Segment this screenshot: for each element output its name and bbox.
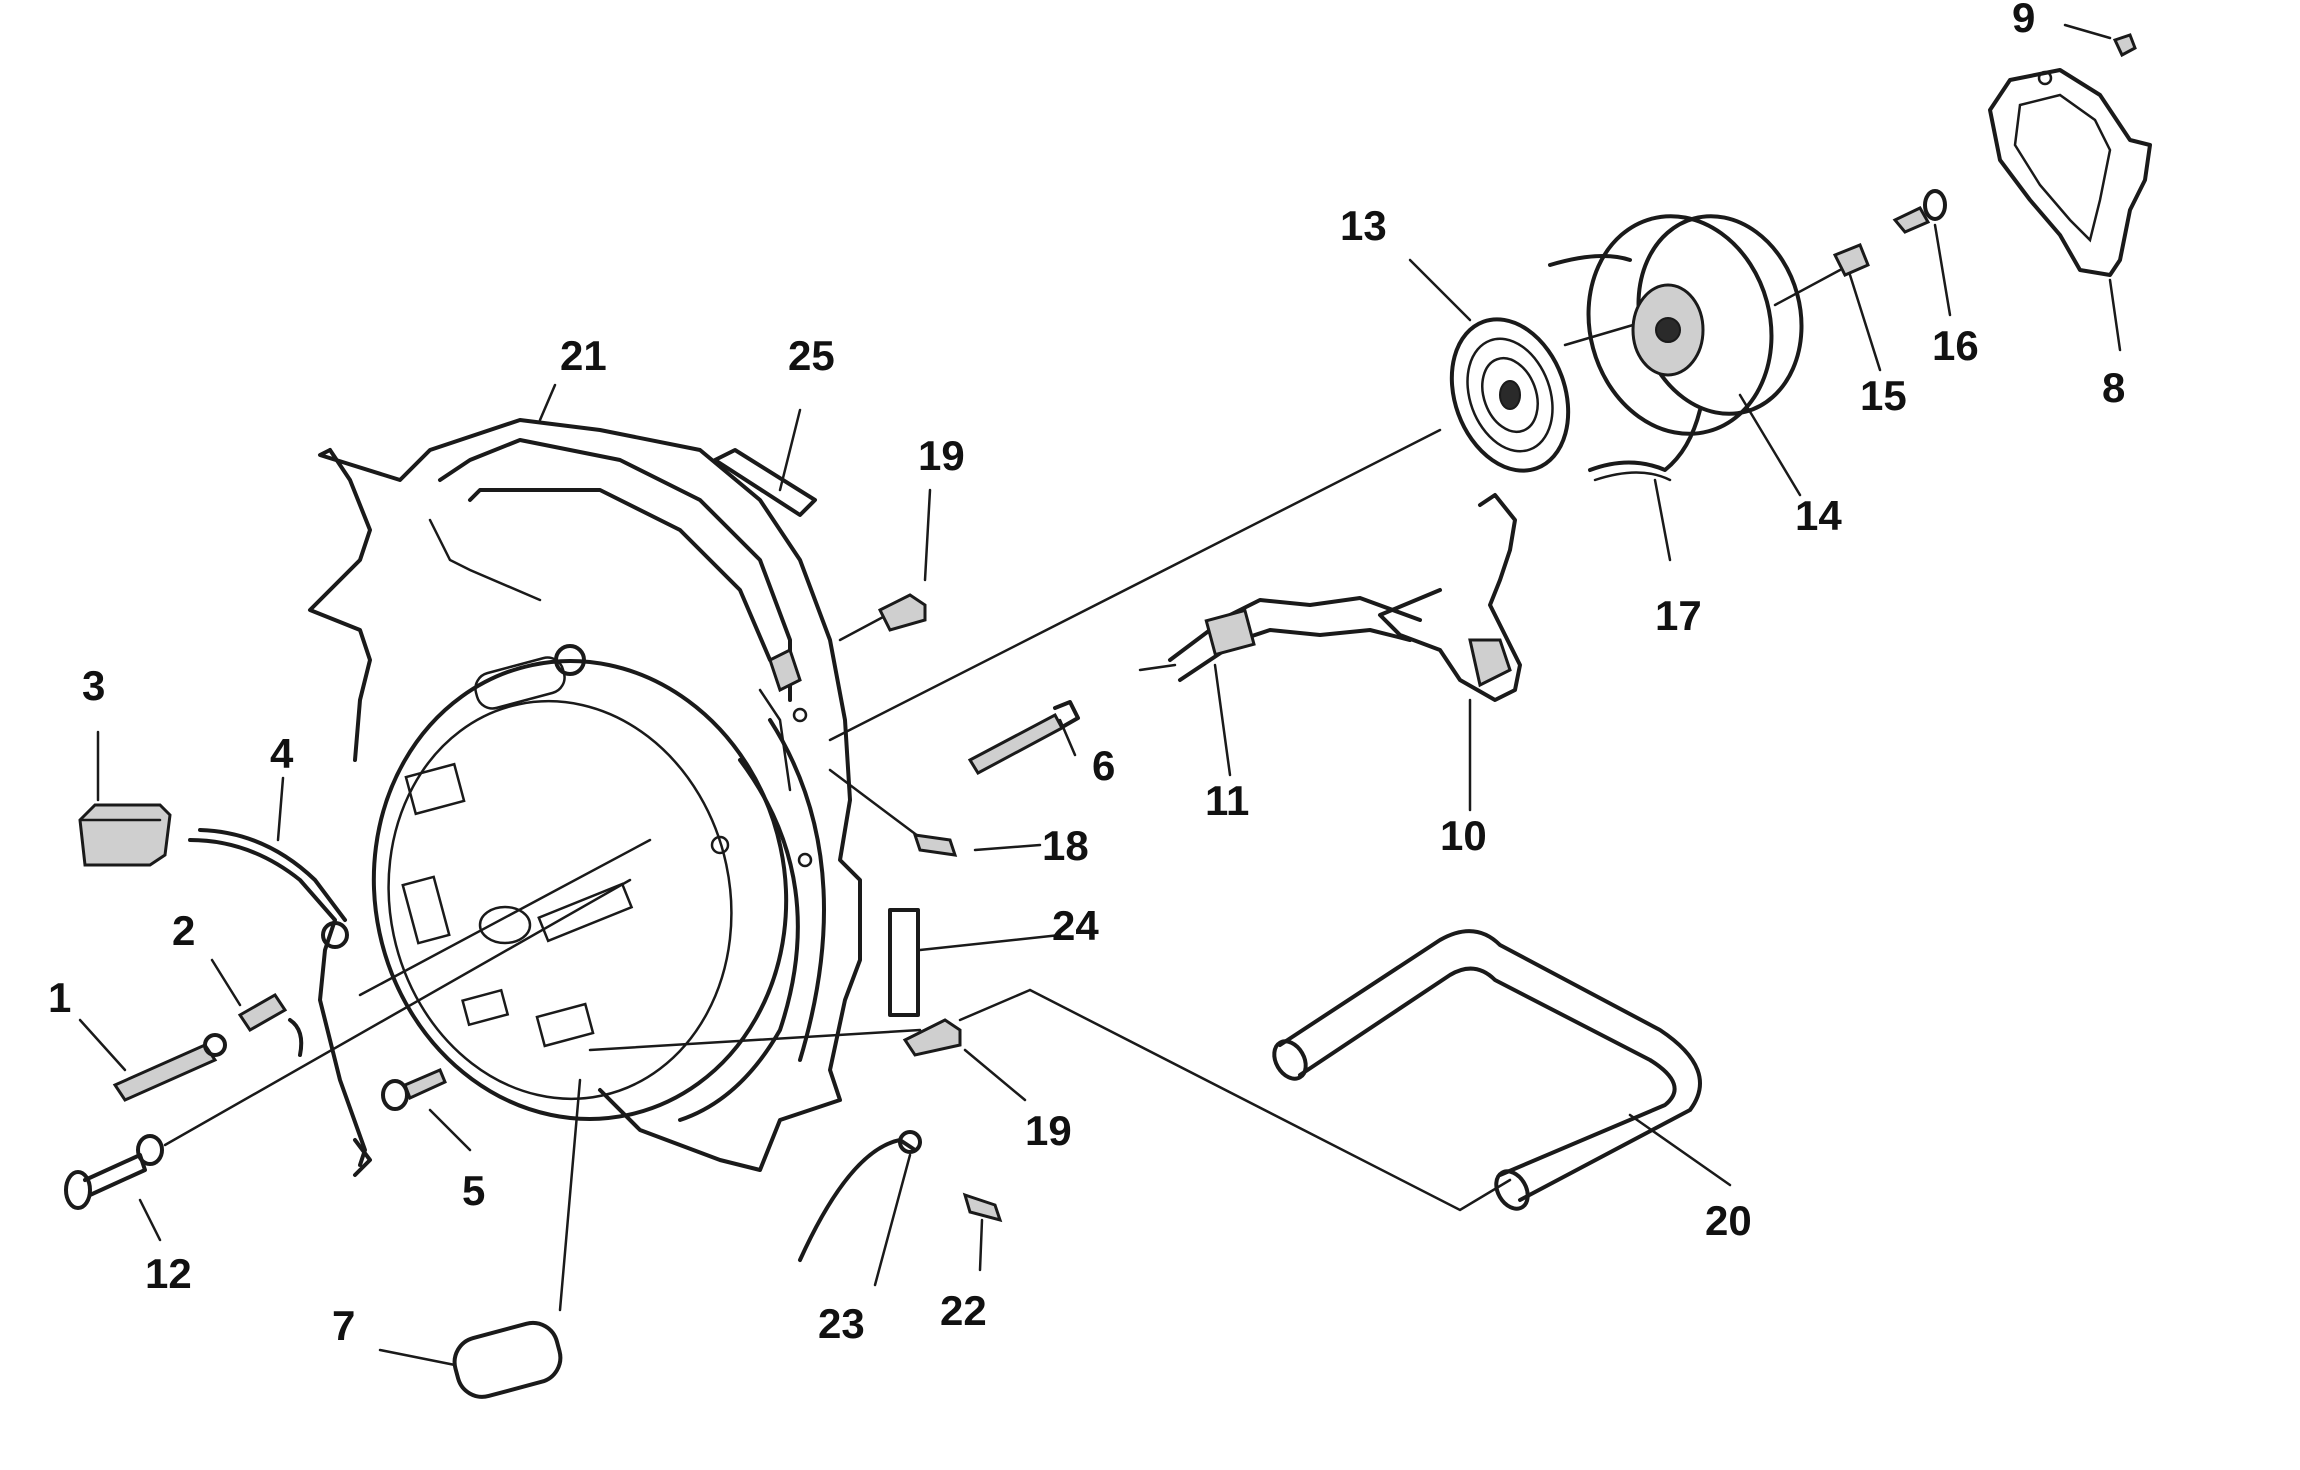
- callout-18: 18: [1042, 822, 1089, 869]
- pawl-screw: [1892, 189, 1947, 234]
- throttle-lever: [188, 828, 372, 1177]
- callout-14: 14: [1795, 492, 1842, 539]
- bolt: [64, 1134, 164, 1210]
- callout-10: 10: [1440, 812, 1487, 859]
- assembly-axis-lines: [163, 268, 1842, 1212]
- short-screw: [912, 833, 958, 857]
- callout-16: 16: [1932, 322, 1979, 369]
- callout-8: 8: [2102, 364, 2125, 411]
- callout-9: 9: [2012, 0, 2035, 41]
- callout-17: 17: [1655, 592, 1702, 639]
- spring: [237, 993, 304, 1057]
- callout-19-bottom: 19: [1025, 1107, 1072, 1154]
- callout-12: 12: [145, 1250, 192, 1297]
- callout-3: 3: [82, 662, 105, 709]
- callout-15: 15: [1860, 372, 1907, 419]
- callout-23: 23: [818, 1300, 865, 1347]
- starter-pulley: [1548, 214, 1804, 436]
- pawl: [1832, 243, 1870, 277]
- callout-2: 2: [172, 907, 195, 954]
- screw-19-bottom: [902, 1018, 962, 1057]
- screw: [381, 1068, 447, 1111]
- label-strip-top: [713, 448, 817, 517]
- long-bolt: [967, 700, 1080, 775]
- callout-19-top: 19: [918, 432, 965, 479]
- rope-grip: [1138, 596, 1422, 682]
- screw-22: [962, 1192, 1003, 1223]
- callout-25: 25: [788, 332, 835, 379]
- wire-23: [798, 1130, 922, 1262]
- starter-rope: [1588, 408, 1702, 482]
- cover-plate: [1988, 68, 2152, 277]
- callout-24: 24: [1052, 902, 1099, 949]
- leader-lines: [78, 23, 2122, 1367]
- tube-handle: [1272, 929, 1702, 1211]
- starter-handle: [1378, 493, 1522, 702]
- callout-7: 7: [332, 1302, 355, 1349]
- callout-1: 1: [48, 974, 71, 1021]
- recoil-spring: [1449, 317, 1571, 473]
- callout-6: 6: [1092, 742, 1115, 789]
- screw-19-top: [877, 593, 927, 632]
- callout-4: 4: [270, 730, 294, 777]
- callout-13: 13: [1340, 202, 1387, 249]
- pad: [452, 1320, 563, 1399]
- label-strip: [888, 908, 920, 1017]
- callout-labels: 1 2 3 4 5 6 7 8 9 10 11 12 13 14 15 16 1…: [48, 0, 2125, 1349]
- blower-housing: [308, 418, 862, 1172]
- callout-20: 20: [1705, 1197, 1752, 1244]
- screw-9: [2112, 33, 2137, 58]
- callout-21: 21: [560, 332, 607, 379]
- callout-5: 5: [462, 1167, 485, 1214]
- switch-block: [78, 803, 172, 867]
- throttle-pin: [112, 1033, 227, 1102]
- callout-22: 22: [940, 1287, 987, 1334]
- callout-11: 11: [1205, 777, 1249, 824]
